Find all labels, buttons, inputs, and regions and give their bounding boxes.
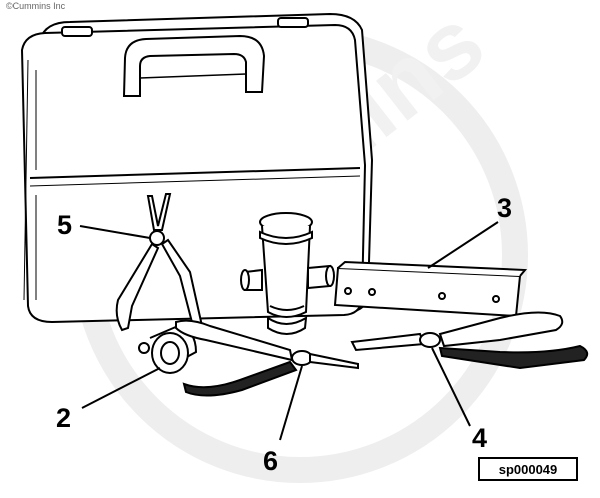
leader-3 (427, 221, 499, 269)
copyright-text: ©Cummins Inc (6, 1, 66, 11)
leader-6 (279, 365, 303, 441)
callout-3: 3 (497, 193, 513, 223)
figure-id-label: sp000049 (478, 457, 578, 481)
callout-5: 5 (57, 210, 73, 240)
leader-lines (79, 221, 499, 441)
tool-plate (333, 260, 528, 318)
callout-4: 4 (472, 423, 488, 453)
fitting-tool (240, 212, 335, 335)
callout-2: 2 (56, 403, 72, 433)
leader-5 (79, 225, 151, 239)
leader-2 (81, 367, 161, 409)
needle-nose-pliers (350, 311, 589, 370)
leader-4 (431, 347, 471, 427)
callout-6: 6 (263, 446, 279, 476)
long-nose-pliers (175, 319, 359, 397)
